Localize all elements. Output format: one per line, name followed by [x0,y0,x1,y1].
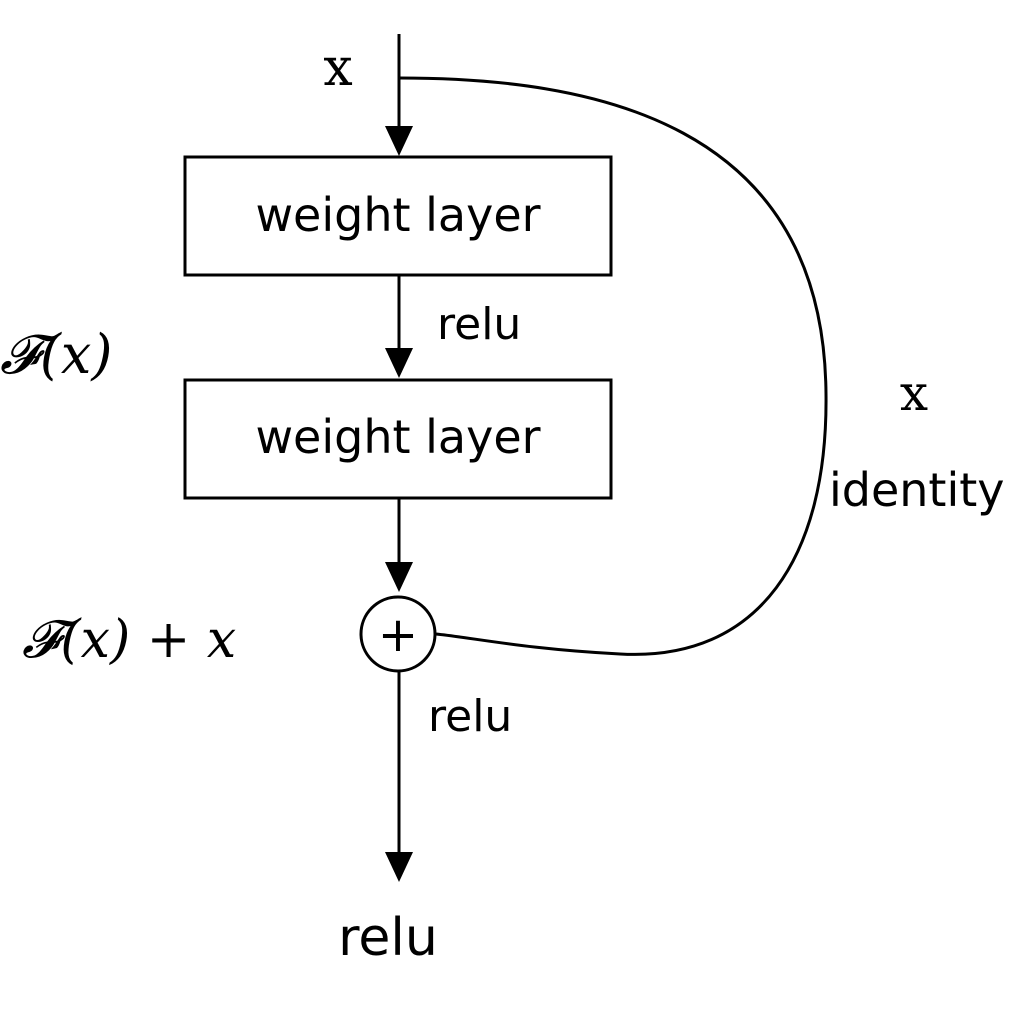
addition-symbol: + [378,607,418,663]
shortcut-label: identity [829,463,1005,517]
output-label: relu [338,908,438,968]
input-label: x [323,38,352,98]
shortcut-symbol: x [900,364,928,422]
output-arrowhead [385,852,413,882]
relu-arrowhead-1 [385,348,413,378]
formula-residual: 𝓕(x) [0,323,112,386]
to-add-arrowhead [385,562,413,592]
weight-layer-label-1: weight layer [255,188,540,242]
input-arrowhead [385,126,413,156]
relu-label-between-layers: relu [437,299,521,350]
identity-shortcut-curve [398,76,828,656]
relu-label-after-add: relu [428,691,512,742]
weight-layer-box-2 [183,378,613,500]
weight-layer-label-2: weight layer [255,410,540,464]
formula-sum: 𝓕(x) + x [22,610,236,670]
